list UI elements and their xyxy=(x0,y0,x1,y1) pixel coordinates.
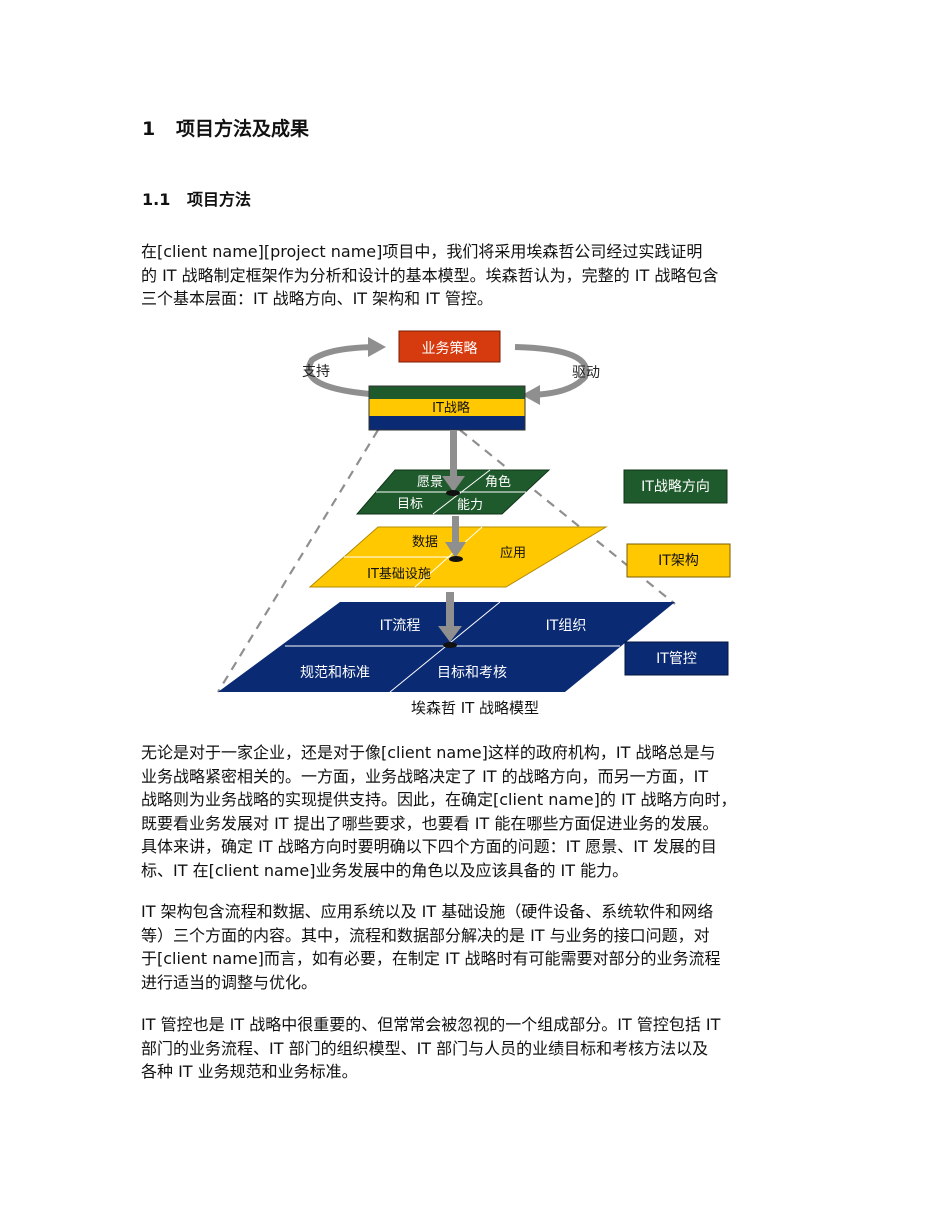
direction-goal-label: 目标 xyxy=(397,497,423,512)
text-line: 三个基本层面：IT 战略方向、IT 架构和 IT 管控。 xyxy=(141,289,493,308)
text-line: 部门的业务流程、IT 部门的组织模型、IT 部门与人员的业绩目标和考核方法以及 xyxy=(141,1038,709,1058)
drive-label: 驱动 xyxy=(572,365,600,381)
text-line: 的 IT 战略制定框架作为分析和设计的基本模型。埃森哲认为，完整的 IT 战略包… xyxy=(141,265,719,285)
text-line: 进行适当的调整与优化。 xyxy=(141,972,318,992)
text-line: 各种 IT 业务规范和业务标准。 xyxy=(141,1062,358,1081)
it-strategy-label: IT战略 xyxy=(432,400,470,416)
support-arrow xyxy=(305,344,381,397)
business-strategy-label: 业务策略 xyxy=(422,340,478,357)
text-line: 标、IT 在[client name]业务发展中的角色以及应该具备的 IT 能力… xyxy=(141,860,629,880)
intro-paragraph: 在[client name][project name]项目中，我们将采用埃森哲… xyxy=(141,240,718,311)
paragraph-it-architecture: IT 架构包含流程和数据、应用系统以及 IT 基础设施（硬件设备、系统软件和网络… xyxy=(141,900,721,994)
text-line: 既要看业务发展对 IT 提出了哪些要求，也要看 IT 能在哪些方面促进业务的发展… xyxy=(141,813,719,833)
text-line: IT 管控也是 IT 战略中很重要的、但常常会被忽视的一个组成部分。IT 管控包… xyxy=(141,1015,721,1034)
text-line: 战略则为业务战略的实现提供支持。因此，在确定[client name]的 IT … xyxy=(141,790,737,809)
subsection-title: 项目方法 xyxy=(187,190,252,209)
paragraph-it-governance: IT 管控也是 IT 战略中很重要的、但常常会被忽视的一个组成部分。IT 管控包… xyxy=(141,1013,720,1084)
section-number: 1 xyxy=(142,118,156,140)
legend-architecture-label: IT架构 xyxy=(658,553,699,569)
drive-arrowhead xyxy=(522,385,540,405)
direction-vision-label: 愿景 xyxy=(417,475,443,490)
connection-dot xyxy=(446,490,460,496)
governance-process-label: IT流程 xyxy=(380,618,421,634)
text-line: 无论是对于一家企业，还是对于像[client name]这样的政府机构，IT 战… xyxy=(141,743,716,762)
subsection-heading: 1.1 项目方法 xyxy=(142,186,251,210)
governance-organization-label: IT组织 xyxy=(546,618,587,634)
down-arrows xyxy=(438,430,466,642)
drive-arrow xyxy=(514,344,590,398)
it-strategy-green-band xyxy=(369,386,525,399)
figure-caption: 埃森哲 IT 战略模型 xyxy=(410,699,540,717)
it-strategy-yellow-band xyxy=(369,399,525,416)
legend-architecture-box xyxy=(626,543,731,578)
text-line: 具体来讲，确定 IT 战略方向时要明确以下四个方面的问题：IT 愿景、IT 发展… xyxy=(141,837,717,856)
legend-direction-box xyxy=(623,469,728,504)
governance-standards-label: 规范和标准 xyxy=(300,664,370,681)
business-strategy-box xyxy=(398,330,501,363)
connection-dot xyxy=(449,556,463,562)
legend-governance-label: IT管控 xyxy=(656,651,697,667)
connection-dot xyxy=(443,642,457,648)
support-arrowhead xyxy=(368,337,386,357)
it-strategy-model-diagram: 业务策略 支持 驱动 IT战略 IT流程 IT组织 规范和标准 目标和考核 数据… xyxy=(217,330,731,693)
text-line: 等）三个方面的内容。其中，流程和数据部分解决的是 IT 与业务的接口问题，对 xyxy=(141,925,710,945)
support-label: 支持 xyxy=(302,364,330,380)
text-line: 于[client name]而言，如有必要，在制定 IT 战略时有可能需要对部分… xyxy=(141,949,721,968)
subsection-number: 1.1 xyxy=(142,190,171,209)
text-line: IT 架构包含流程和数据、应用系统以及 IT 基础设施（硬件设备、系统软件和网络 xyxy=(141,902,714,921)
it-strategy-box xyxy=(368,385,526,431)
section-title: 项目方法及成果 xyxy=(176,118,310,140)
paragraph-business-alignment: 无论是对于一家企业，还是对于像[client name]这样的政府机构，IT 战… xyxy=(141,741,737,882)
direction-capability-label: 能力 xyxy=(457,498,483,513)
legend-direction-label: IT战略方向 xyxy=(641,479,710,495)
governance-targets-label: 目标和考核 xyxy=(437,665,507,681)
section-heading: 1 项目方法及成果 xyxy=(142,114,309,141)
text-line: 业务战略紧密相关的。一方面，业务战略决定了 IT 的战略方向，而另一方面，IT xyxy=(141,766,709,786)
legend-governance-box xyxy=(624,641,729,676)
architecture-data-label: 数据 xyxy=(412,535,438,550)
architecture-infrastructure-label: IT基础设施 xyxy=(367,567,431,582)
text-line: 在[client name][project name]项目中，我们将采用埃森哲… xyxy=(141,242,703,261)
it-strategy-navy-band xyxy=(369,416,525,430)
direction-role-label: 角色 xyxy=(485,474,511,490)
architecture-application-label: 应用 xyxy=(500,545,526,561)
